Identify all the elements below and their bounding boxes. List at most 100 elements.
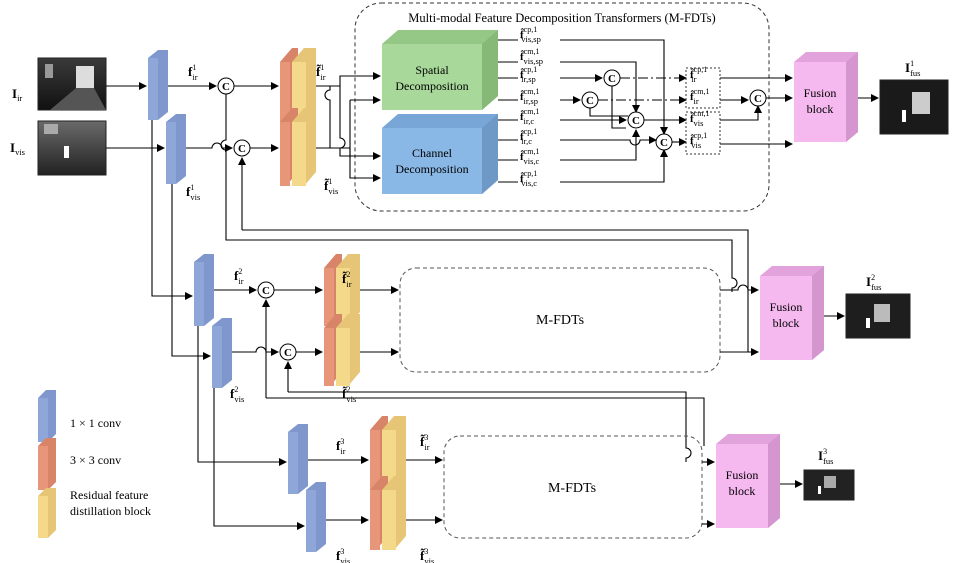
channel-label-1: Channel xyxy=(412,146,453,160)
legend-rfdb-label-2: distillation block xyxy=(70,504,151,518)
mfdt-label-2: M-FDTs xyxy=(536,313,584,328)
stage1-wires xyxy=(106,72,749,352)
conv3x3-rfdb-ir-3 xyxy=(370,416,406,490)
spatial-decomposition-block xyxy=(382,30,498,110)
concat-symbol: C xyxy=(632,115,640,127)
vis-input-label: Ivis xyxy=(10,140,25,157)
concat-symbol: C xyxy=(754,93,762,105)
conv3x3-rfdb-vis-2 xyxy=(324,314,360,386)
conv1x1-ir-2 xyxy=(194,254,214,326)
decomposed-wires xyxy=(498,39,879,183)
concat-symbol: C xyxy=(262,285,270,297)
conv1x1-vis-1 xyxy=(166,114,186,184)
fusion-block-3 xyxy=(716,434,780,528)
svg-text:Iir: Iir xyxy=(12,86,22,103)
legend-conv1x1-swatch xyxy=(38,390,56,442)
legend-rfdb-swatch xyxy=(38,488,56,538)
internal-concat-circles xyxy=(581,69,767,151)
spatial-label-2: Decomposition xyxy=(395,79,468,93)
conv3x3-rfdb-ir-2 xyxy=(324,254,360,326)
mfdt-stage2 xyxy=(399,267,721,373)
output-image-2 xyxy=(845,293,911,339)
ir-input-image xyxy=(37,57,107,111)
concat-symbol: C xyxy=(284,347,292,359)
stage2-wires xyxy=(151,120,845,462)
conv1x1-ir-3 xyxy=(288,424,308,494)
concat-symbol: C xyxy=(222,81,230,93)
mfdt-stage3 xyxy=(443,435,703,539)
combined-ir-box xyxy=(685,67,721,109)
fusion-label: block xyxy=(729,484,756,498)
concat-symbol: C xyxy=(608,73,616,85)
fusion-label: Fusion xyxy=(770,300,803,314)
concat-symbol: C xyxy=(660,137,668,149)
mfdt-label-3: M-FDTs xyxy=(548,481,596,496)
fusion-block-2 xyxy=(760,266,824,360)
fusion-label: block xyxy=(807,102,834,116)
combined-vis-box xyxy=(685,111,721,155)
legend-rfdb-label-1: Residual feature xyxy=(70,488,148,502)
output-image-3 xyxy=(803,469,855,501)
conv1x1-vis-2 xyxy=(212,318,232,388)
spatial-label-1: Spatial xyxy=(415,63,449,77)
output-image-1 xyxy=(879,79,949,135)
fusion-label: block xyxy=(773,316,800,330)
vis-input-image xyxy=(37,120,107,176)
conv3x3-rfdb-vis-1 xyxy=(280,108,316,186)
fusion-block-1 xyxy=(794,52,858,142)
legend-conv3x3-label: 3 × 3 conv xyxy=(70,453,121,467)
concat-symbol: C xyxy=(238,143,246,155)
fusion-label: Fusion xyxy=(804,86,837,100)
channel-label-2: Decomposition xyxy=(395,162,468,176)
legend-conv1x1-label: 1 × 1 conv xyxy=(70,416,121,430)
ir-input-label: Iir xyxy=(12,86,22,103)
conv3x3-rfdb-ir-1 xyxy=(280,48,316,126)
conv1x1-ir-1 xyxy=(148,50,168,120)
legend-conv3x3-swatch xyxy=(38,438,56,490)
conv3x3-rfdb-vis-3 xyxy=(370,476,406,550)
mfdt-container xyxy=(354,2,770,212)
concat-symbol: C xyxy=(586,95,594,107)
svg-text:Ivis: Ivis xyxy=(10,140,25,157)
legend: 1 × 1 conv 3 × 3 conv Residual feature d… xyxy=(38,390,151,538)
stage3-wires xyxy=(197,326,803,530)
mfdt-title: Multi-modal Feature Decomposition Transf… xyxy=(408,11,715,25)
channel-decomposition-block xyxy=(382,114,498,194)
conv1x1-vis-3 xyxy=(306,482,326,552)
fusion-label: Fusion xyxy=(726,468,759,482)
